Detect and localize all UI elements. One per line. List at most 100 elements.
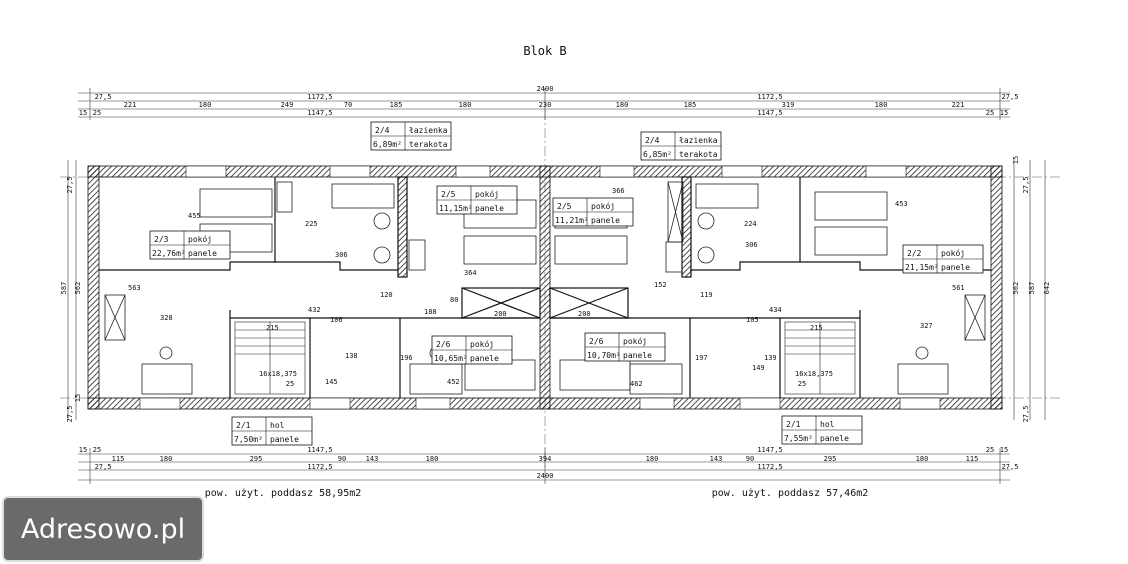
- bottom-r1-dim-3: 1147,5: [757, 446, 782, 454]
- room-id: 2/2: [907, 249, 922, 258]
- inner-dim: 80: [450, 296, 458, 304]
- top-r2-dim-7: 180: [616, 101, 629, 109]
- top-r3-dim-0: 15: [79, 109, 87, 117]
- room-finish: panele: [941, 263, 970, 272]
- room-id: 2/6: [436, 340, 451, 349]
- top-r2-dim-6: 230: [539, 101, 552, 109]
- top-r2-dim-8: 185: [684, 101, 697, 109]
- room-finish: panele: [623, 351, 652, 360]
- room-area: 11,15m²: [439, 204, 473, 213]
- inner-dim: 152: [654, 281, 667, 289]
- inner-dim: 145: [325, 378, 338, 386]
- room-id: 2/6: [589, 337, 604, 346]
- bottom-r3-dim-0: 27,5: [95, 463, 112, 471]
- bottom-r2-dim-10: 295: [824, 455, 837, 463]
- plan-title: Blok B: [523, 44, 566, 58]
- room-id: 2/4: [645, 136, 660, 145]
- inner-dim: 197: [695, 354, 708, 362]
- inner-dim: 138: [345, 352, 358, 360]
- inner-dim: 366: [612, 187, 625, 195]
- bottom-r1-dim-2: 1147,5: [307, 446, 332, 454]
- top-r2-dim-9: 319: [782, 101, 795, 109]
- inner-dim: 563: [128, 284, 141, 292]
- top-r2-dim-1: 180: [199, 101, 212, 109]
- room-finish: panele: [475, 204, 504, 213]
- inner-dim: 432: [308, 306, 321, 314]
- room-area: 6,89m²: [373, 140, 402, 149]
- top-r2-dim-11: 221: [952, 101, 965, 109]
- right-dim-3: 587: [1028, 282, 1036, 295]
- room-finish: panele: [188, 249, 217, 258]
- bottom-r2-dim-5: 180: [426, 455, 439, 463]
- room-id: 2/1: [786, 420, 801, 429]
- room-name: pokój: [475, 189, 499, 199]
- top-r1-dim-2: 1172,5: [757, 93, 782, 101]
- inner-dim: 434: [769, 306, 782, 314]
- usable-area-right: pow. użyt. poddasz 57,46m2: [712, 488, 869, 499]
- inner-dim: 196: [400, 354, 413, 362]
- top-r3-dim-2: 1147,5: [307, 109, 332, 117]
- bottom-r2-dim-6: 394: [539, 455, 552, 463]
- inner-dim: 139: [764, 354, 777, 362]
- room-id: 2/5: [441, 190, 456, 199]
- bottom-total-dim: 2400: [537, 472, 554, 480]
- stair-small-left: 25: [286, 380, 294, 388]
- bottom-r3-dim-3: 27,5: [1002, 463, 1019, 471]
- inner-dim: 225: [305, 220, 318, 228]
- room-name: pokój: [623, 336, 647, 346]
- room-area: 7,55m²: [784, 434, 813, 443]
- top-r1-dim-1: 1172,5: [307, 93, 332, 101]
- usable-area-left: pow. użyt. poddasz 58,95m2: [205, 488, 362, 499]
- top-r1-dim-0: 27,5: [95, 93, 112, 101]
- room-area: 11,21m²: [555, 216, 589, 225]
- right-dim-1: 15: [1012, 156, 1020, 164]
- bottom-r2-dim-4: 143: [366, 455, 379, 463]
- inner-dim: 149: [752, 364, 765, 372]
- room-finish: panele: [820, 434, 849, 443]
- inner-dim: 120: [380, 291, 393, 299]
- room-finish: terakota: [409, 140, 448, 149]
- room-name: łazienka: [679, 136, 718, 145]
- inner-dim: 119: [700, 291, 713, 299]
- bottom-r2-dim-1: 180: [160, 455, 173, 463]
- room-finish: panele: [591, 216, 620, 225]
- top-r3-dim-5: 15: [1000, 109, 1008, 117]
- top-total-dim: 2400: [537, 85, 554, 93]
- top-dimension-lines: [78, 88, 1010, 120]
- top-r1-dim-3: 27,5: [1002, 93, 1019, 101]
- inner-dim: 462: [630, 380, 643, 388]
- top-r3-dim-1: 25: [93, 109, 101, 117]
- room-area: 10,70m²: [587, 351, 621, 360]
- stair-spec-right: 16x18,375: [795, 370, 833, 378]
- room-name: hol: [270, 421, 285, 430]
- axis-lines: [60, 110, 1060, 470]
- bottom-r2-dim-0: 115: [112, 455, 125, 463]
- top-r2-dim-2: 249: [281, 101, 294, 109]
- bottom-r2-dim-8: 143: [710, 455, 723, 463]
- inner-dim: 200: [578, 310, 591, 318]
- inner-dim: 452: [447, 378, 460, 386]
- right-dim-5: 27,5: [1022, 406, 1030, 423]
- right-dim-4: 642: [1043, 282, 1051, 295]
- top-r2-dim-10: 180: [875, 101, 888, 109]
- bottom-r1-dim-0: 15: [79, 446, 87, 454]
- room-finish: terakota: [679, 150, 718, 159]
- inner-dim: 224: [744, 220, 757, 228]
- top-r2-dim-0: 221: [124, 101, 137, 109]
- side-dimension-lines: [67, 160, 1046, 420]
- left-dim-0: 27,5: [66, 177, 74, 194]
- inner-dim: 188: [424, 308, 437, 316]
- outer-walls: [87, 165, 1003, 410]
- bottom-r2-dim-11: 180: [916, 455, 929, 463]
- room-name: pokój: [941, 248, 965, 258]
- bottom-r1-dim-5: 15: [1000, 446, 1008, 454]
- inner-dim: 215: [810, 324, 823, 332]
- room-id: 2/4: [375, 126, 390, 135]
- inner-dim: 364: [464, 269, 477, 277]
